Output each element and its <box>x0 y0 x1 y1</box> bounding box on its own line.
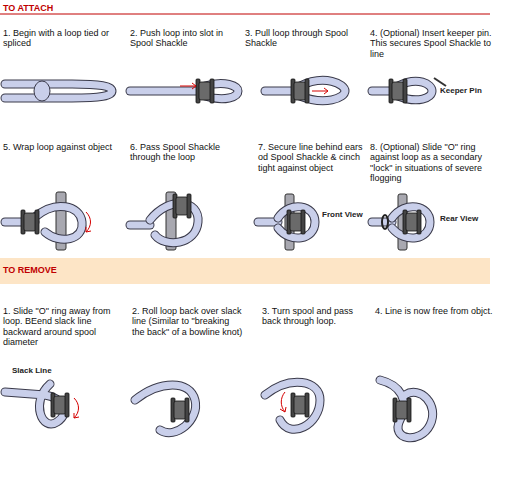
section-heading: TO REMOVE <box>0 258 490 279</box>
drawing-part <box>382 215 388 229</box>
drawing-part <box>5 84 112 98</box>
drawing-part <box>135 385 196 433</box>
step-text: 1. Slide "O" ring away from loop. BEend … <box>3 306 125 347</box>
step-attach-7 <box>258 194 315 250</box>
step-attach-6 <box>130 192 198 250</box>
step-remove-3 <box>265 382 320 429</box>
drawing-part <box>135 385 196 433</box>
step-attach-2 <box>130 79 238 103</box>
callout-label: Keeper Pin <box>440 86 482 95</box>
section-heading: TO ATTACH <box>3 3 53 13</box>
step-text: 3. Pull loop through Spool Shackle <box>245 28 363 49</box>
drawing-part <box>21 210 39 234</box>
step-text: 5. Wrap loop against object <box>3 142 121 152</box>
step-attach-8 <box>372 194 430 250</box>
drawing-part <box>130 88 205 95</box>
step-text: 4. Line is now free from objct. <box>375 306 499 316</box>
drawing-part <box>265 382 320 429</box>
drawing-part <box>380 380 433 438</box>
drawing-part <box>86 212 91 232</box>
step-text: 3. Turn spool and pass back through loop… <box>262 306 368 327</box>
step-text: 4. (Optional) Insert keeper pin. This se… <box>370 28 498 59</box>
drawing-part <box>392 207 430 238</box>
drawing-part <box>173 194 191 218</box>
drawing-part <box>5 84 112 98</box>
section-band: TO REMOVE <box>0 258 490 284</box>
step-attach-3 <box>265 79 345 103</box>
callout-label: Front View <box>322 210 363 219</box>
step-remove-2 <box>135 385 196 433</box>
drawing-part <box>291 393 309 417</box>
callout-label: Slack Line <box>12 366 52 375</box>
drawing-part <box>403 210 421 234</box>
drawing-part <box>280 392 286 412</box>
step-attach-1 <box>5 81 112 101</box>
drawing-part <box>171 398 189 422</box>
header-rule <box>0 14 490 15</box>
step-text: 2. Roll loop back over slack line (Simil… <box>132 306 244 337</box>
drawing-part <box>35 206 82 239</box>
step-remove-1 <box>5 384 79 424</box>
drawing-part <box>278 207 315 238</box>
drawing-part <box>312 88 328 94</box>
drawing-part <box>434 78 446 86</box>
drawing-part <box>393 398 411 422</box>
drawing-part <box>287 210 305 234</box>
drawing-part <box>51 393 69 417</box>
drawing-part <box>389 79 407 103</box>
drawing-part <box>380 380 433 438</box>
step-text: 1. Begin with a loop tied or spliced <box>3 28 121 49</box>
step-attach-5 <box>5 192 91 250</box>
step-text: 6. Pass Spool Shackle through the loop <box>130 142 242 163</box>
drawing-part <box>35 206 82 239</box>
drawing-part <box>265 382 320 429</box>
drawing-part <box>180 83 196 89</box>
step-remove-4 <box>380 380 433 438</box>
drawing-part <box>196 79 214 103</box>
step-attach-4 <box>372 78 446 103</box>
drawing-part <box>291 79 309 103</box>
step-text: 2. Push loop into slot in Spool Shackle <box>130 28 242 49</box>
drawing-part <box>74 398 79 418</box>
drawing-part <box>278 207 315 238</box>
drawing-part <box>34 81 50 101</box>
step-text: 7. Secure line behind ears od Spool Shac… <box>258 142 366 173</box>
drawing-part <box>392 207 430 238</box>
callout-label: Rear View <box>440 214 478 223</box>
step-text: 8. (Optional) Slide "O" ring against loo… <box>370 142 500 183</box>
